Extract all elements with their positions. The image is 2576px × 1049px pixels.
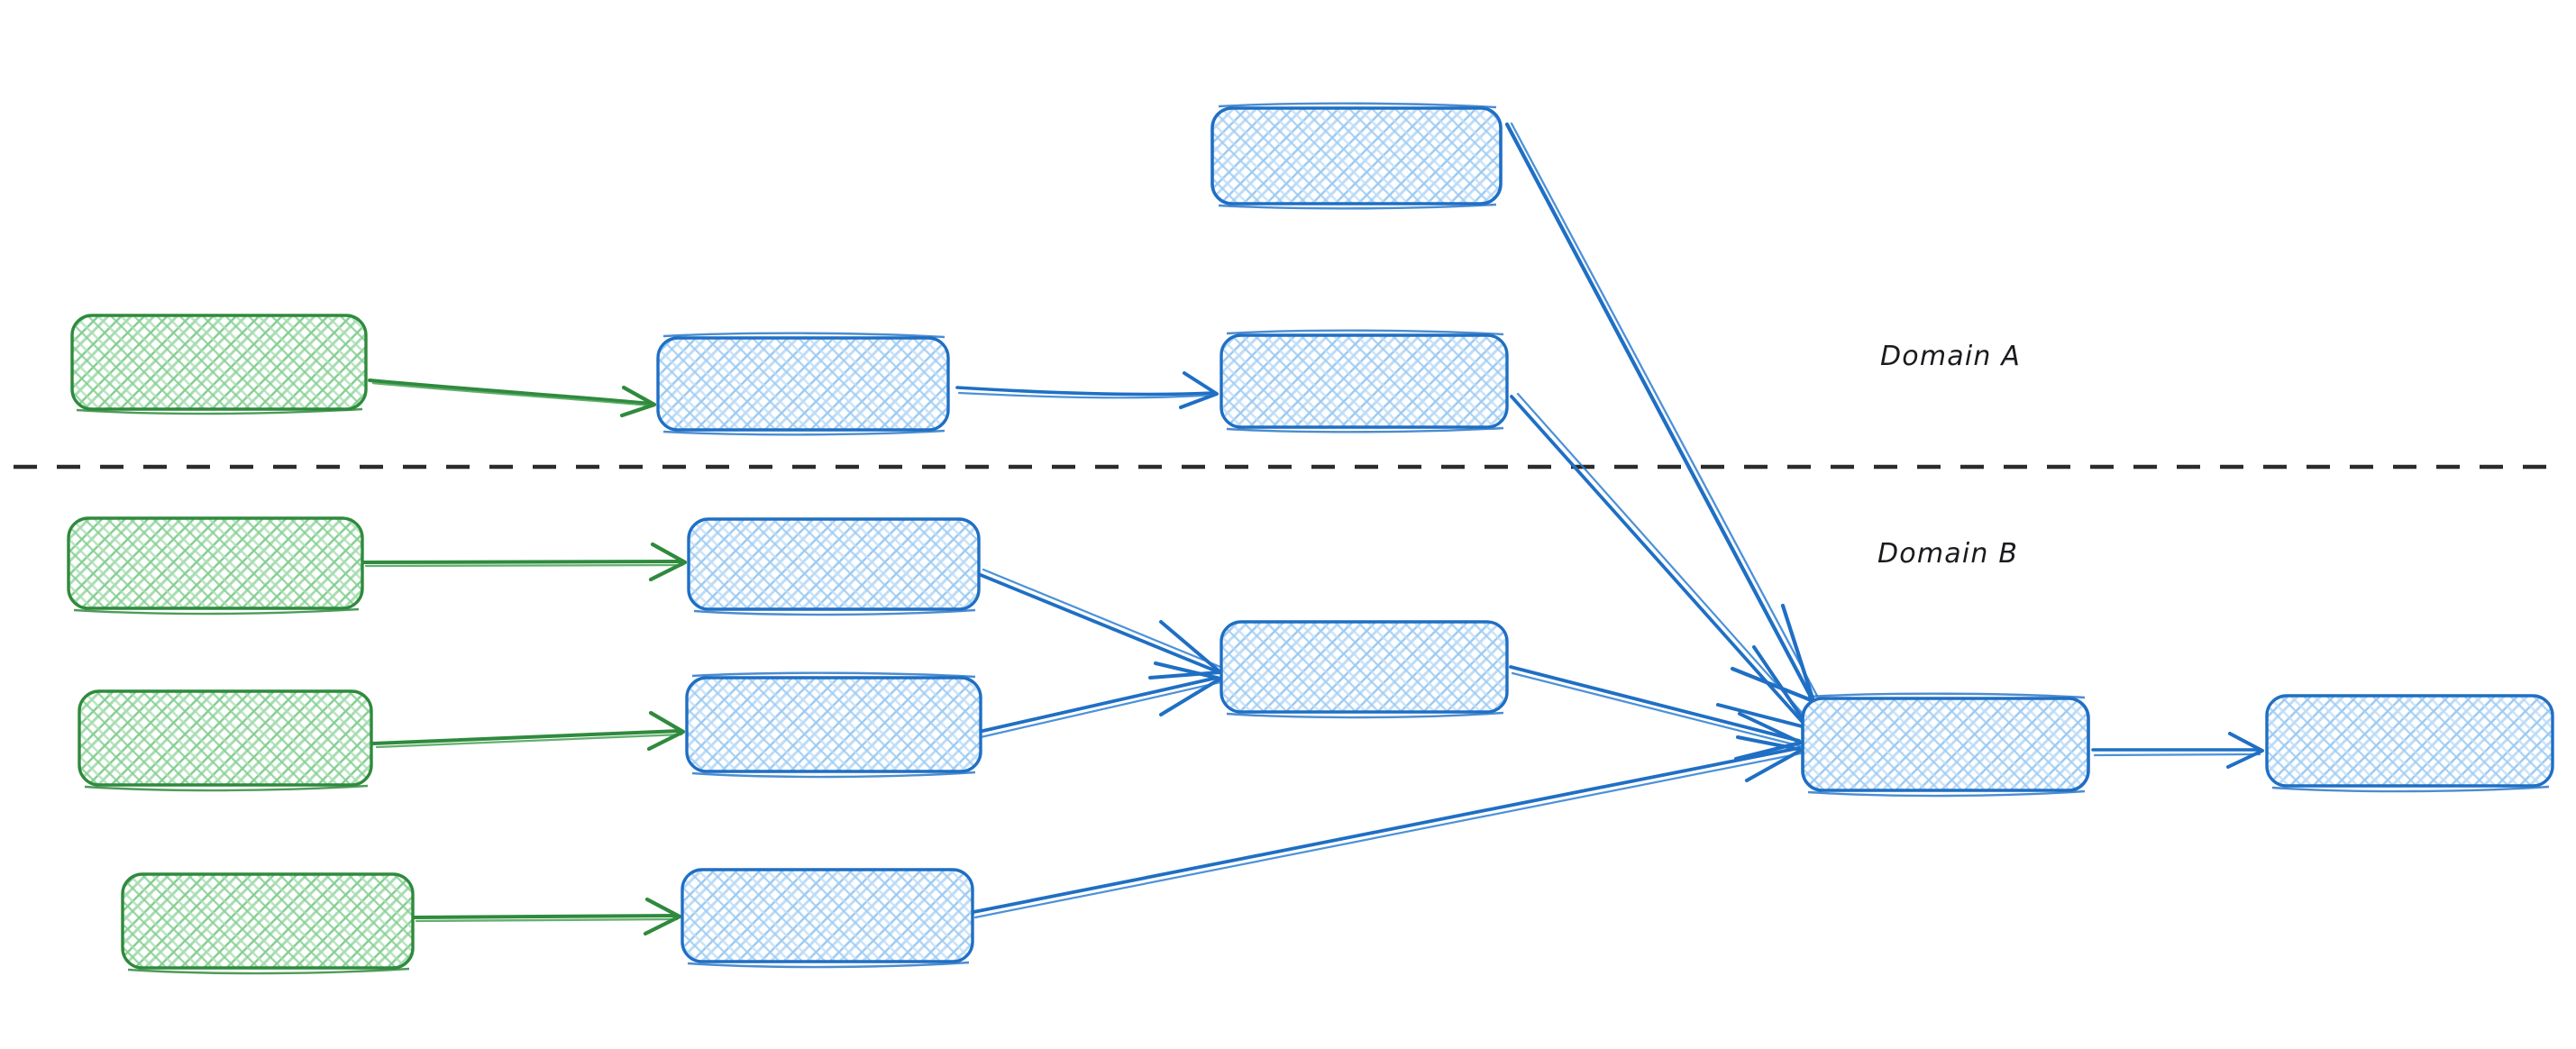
edge-a-source-1-to-a-process-1[interactable]: [368, 379, 657, 418]
node-b-source-3[interactable]: [121, 872, 415, 975]
edge-a-top-box-to-b-hub[interactable]: [1504, 122, 1819, 704]
edge-b-source-2-to-b-process-2[interactable]: [371, 710, 686, 752]
edge-a-process-1-to-a-process-2[interactable]: [955, 371, 1219, 409]
lane-label-domain-a: Domain A: [1880, 341, 2022, 372]
edge-layer: [362, 122, 2264, 936]
lane-label-domain-b: Domain B: [1877, 538, 2019, 570]
node-b-hub[interactable]: [1801, 692, 2090, 798]
node-a-process-1[interactable]: [656, 332, 950, 436]
node-b-process-2[interactable]: [685, 671, 982, 779]
node-a-source-1[interactable]: [70, 314, 368, 415]
node-layer: [67, 102, 2554, 975]
edge-b-hub-to-b-sink[interactable]: [2091, 732, 2264, 769]
edge-b-source-1-to-b-process-1[interactable]: [362, 542, 688, 582]
edge-b-source-3-to-b-process-3[interactable]: [413, 897, 682, 936]
node-a-process-2[interactable]: [1219, 329, 1509, 433]
node-b-sink[interactable]: [2265, 694, 2554, 793]
node-b-process-3[interactable]: [681, 868, 974, 969]
node-b-source-2[interactable]: [78, 689, 373, 792]
edge-b-process-1-to-b-merge[interactable]: [979, 568, 1222, 680]
node-b-process-1[interactable]: [687, 517, 981, 616]
node-b-merge[interactable]: [1219, 620, 1509, 719]
node-a-top-box[interactable]: [1210, 102, 1503, 210]
edge-b-process-3-to-b-hub[interactable]: [972, 735, 1804, 919]
node-b-source-1[interactable]: [67, 516, 364, 616]
edge-b-merge-to-b-hub[interactable]: [1509, 665, 1803, 761]
